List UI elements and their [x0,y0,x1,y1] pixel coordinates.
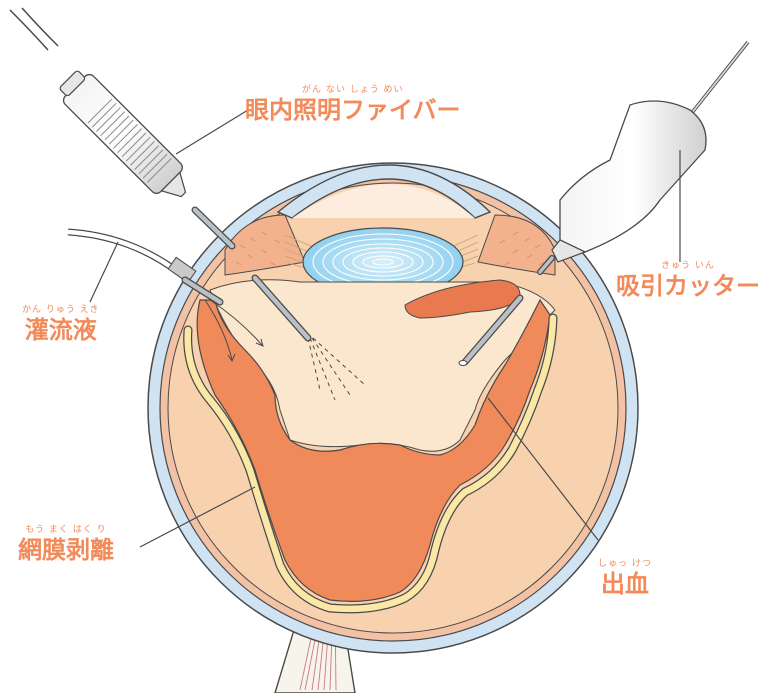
vitrectomy-cutter-ruby: きゅう いん [616,262,760,271]
light-fiber-handpiece-icon [10,8,198,209]
hemorrhage-text: 出血 [598,572,652,596]
vitrectomy-cutter-handpiece-icon [540,42,748,272]
retinal-detachment-label: もう まく はく り 網膜剥離 [18,526,114,562]
hemorrhage-ruby: しゅっ けつ [598,560,652,569]
illumination-fiber-ruby: がん ない しょう めい [245,86,461,95]
vitrectomy-cutter-text: 吸引カッター [616,274,760,298]
retinal-detachment-text: 網膜剥離 [18,538,114,562]
infusion-fluid-ruby: かん りゅう えき [22,306,99,315]
illumination-fiber-label: がん ない しょう めい 眼内照明ファイバー [245,86,461,122]
infusion-fluid-text: 灌流液 [22,318,99,342]
hemorrhage-label: しゅっ けつ 出血 [598,560,652,596]
infusion-fluid-label: かん りゅう えき 灌流液 [22,306,99,342]
retinal-detachment-ruby: もう まく はく り [18,526,114,535]
illumination-fiber-text: 眼内照明ファイバー [245,98,461,122]
vitrectomy-cutter-label: きゅう いん 吸引カッター [616,262,760,298]
